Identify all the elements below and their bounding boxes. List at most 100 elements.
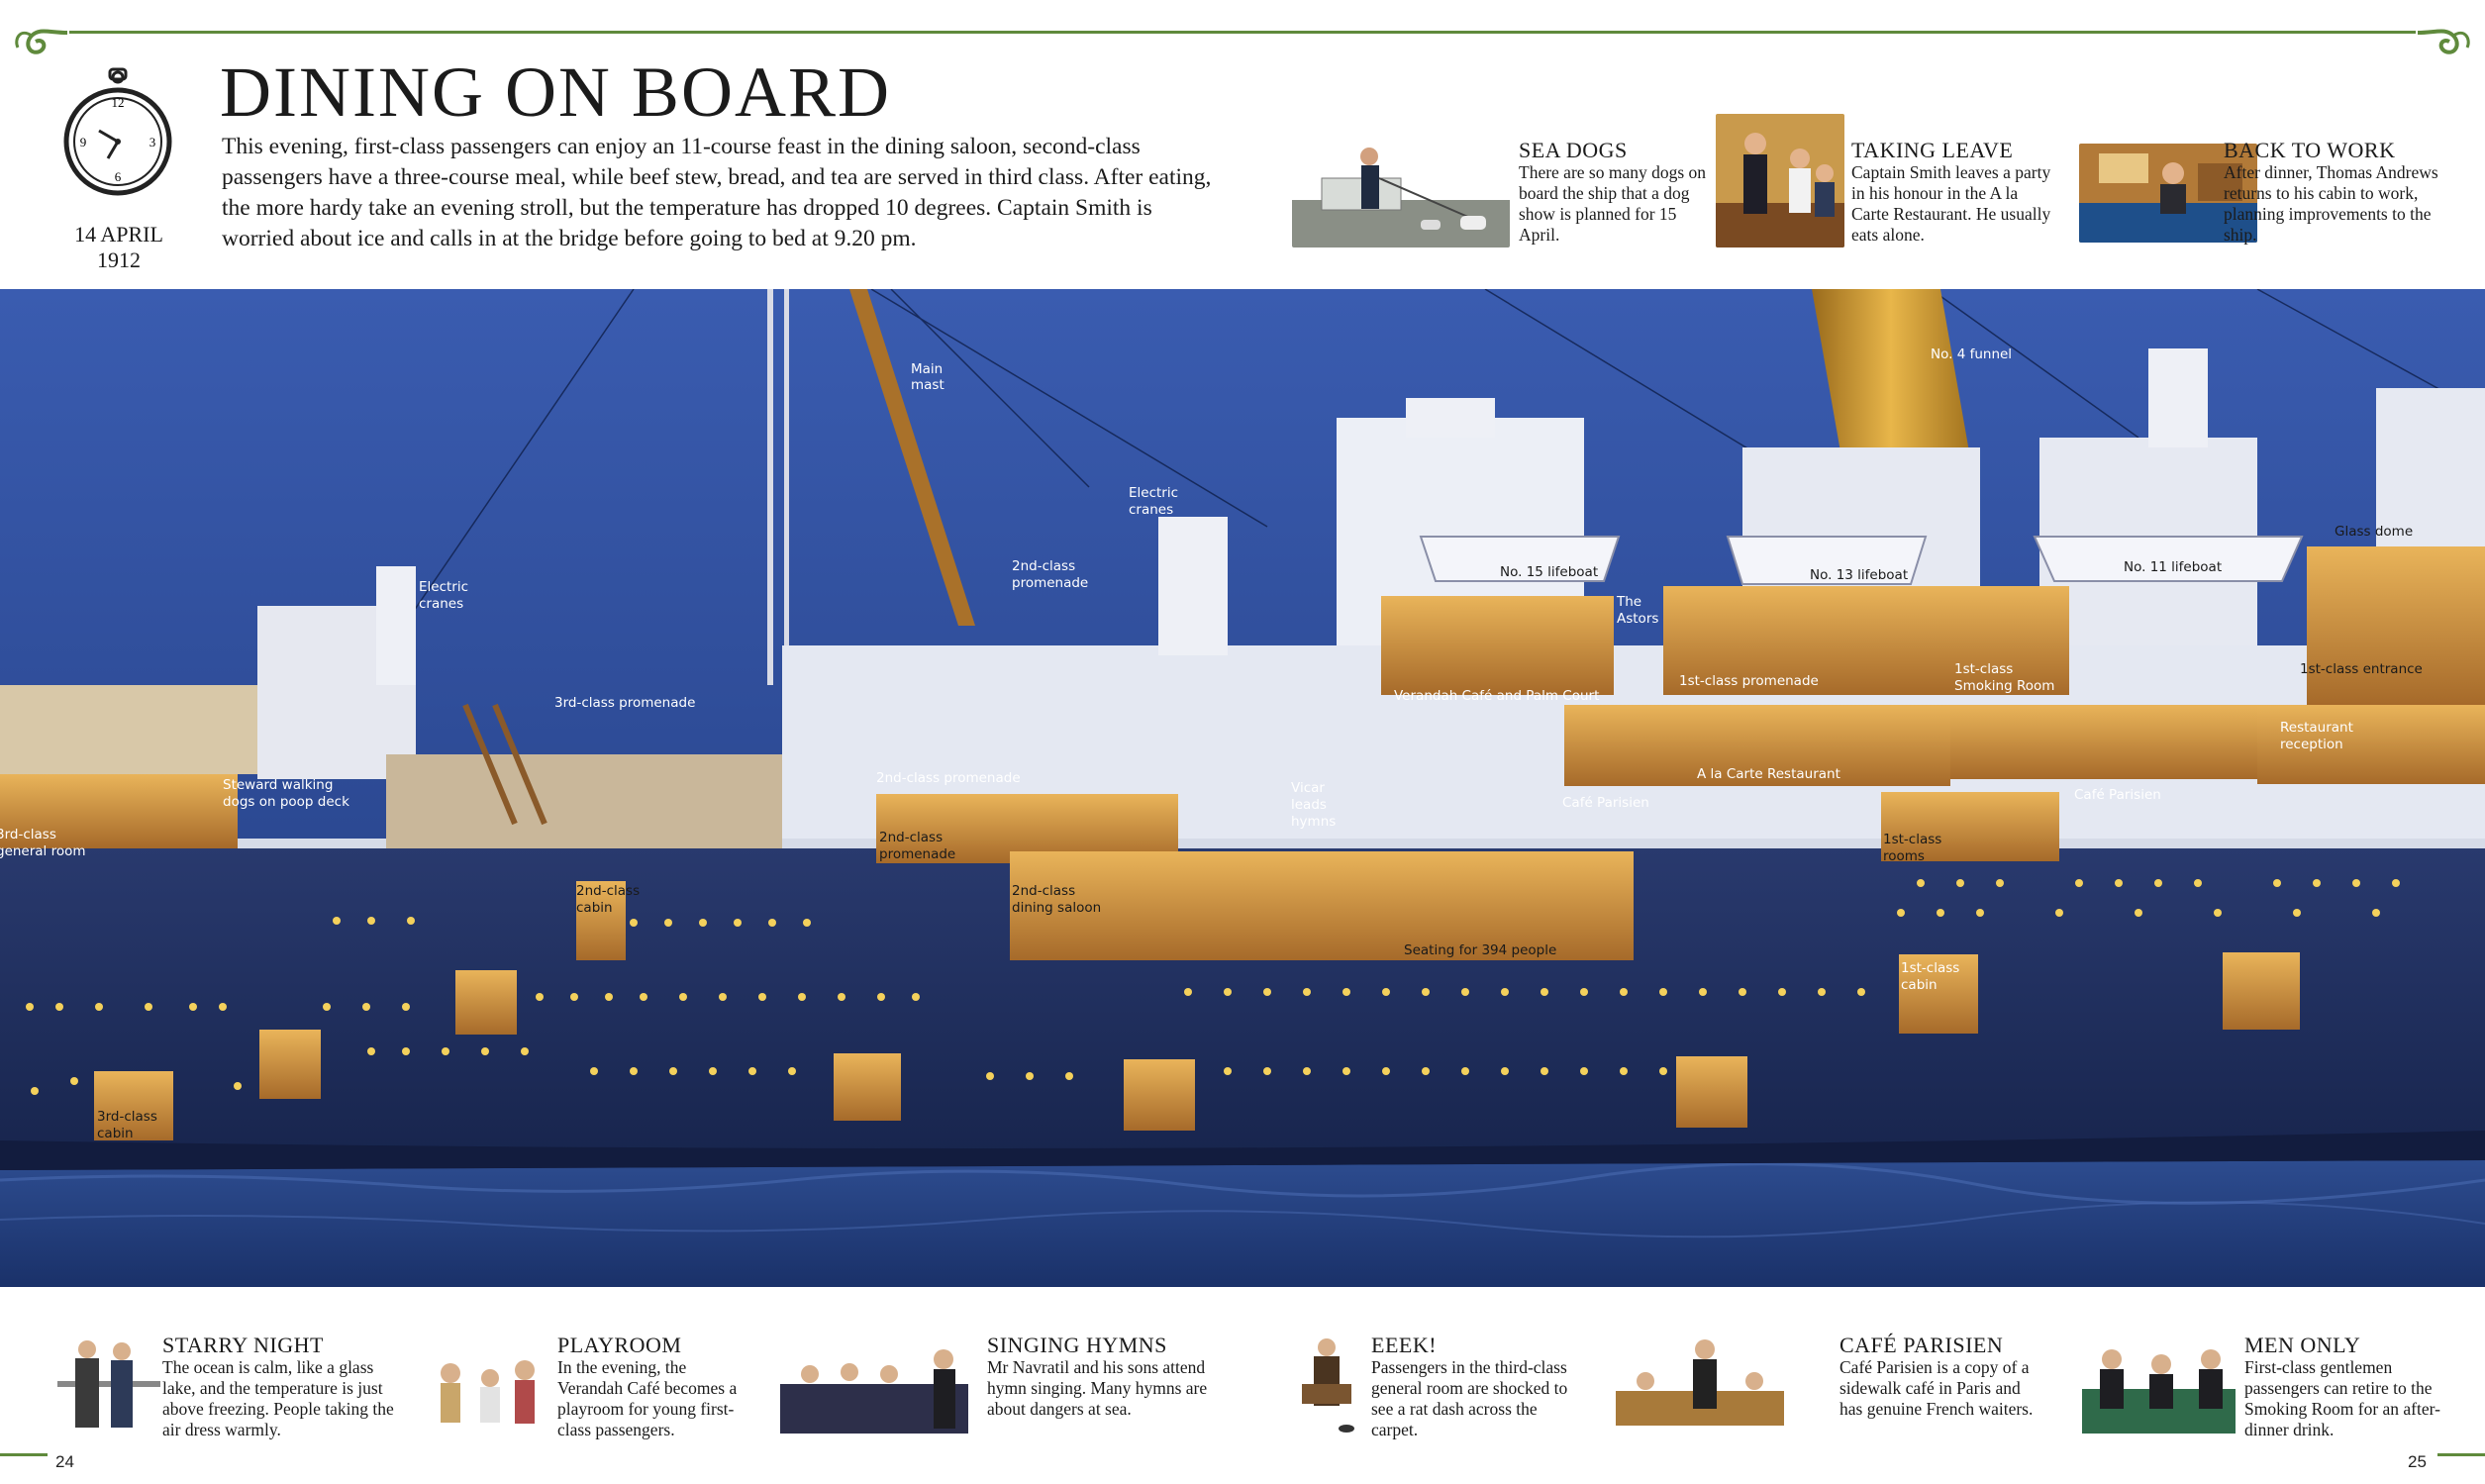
back-to-work-illustration bbox=[2079, 144, 2257, 243]
lifeboat-11 bbox=[2033, 536, 2304, 582]
label-electric-cranes-fwd-1: Electric bbox=[1129, 485, 1178, 501]
clock-numeral-9: 9 bbox=[80, 135, 87, 149]
left-flourish-ornament bbox=[15, 29, 68, 54]
men-only-text: First-class gentlemen passengers can ret… bbox=[2244, 1357, 2440, 1439]
back-to-work-title: BACK TO WORK bbox=[2224, 138, 2396, 162]
label-2nd-cabin-2: cabin bbox=[576, 900, 613, 916]
date-caption: 14 APRIL 1912 bbox=[59, 222, 178, 273]
label-electric-cranes-fwd-2: cranes bbox=[1129, 502, 1173, 518]
label-2nd-cabin-1: 2nd-class bbox=[576, 883, 640, 899]
label-2nd-promenade-mid: 2nd-class promenade bbox=[876, 770, 1021, 786]
label-lifeboat-15: No. 15 lifeboat bbox=[1500, 564, 1598, 580]
third-class-cabin bbox=[94, 1071, 173, 1140]
label-electric-cranes-aft-2: cranes bbox=[419, 596, 463, 612]
smoking-room bbox=[1950, 586, 2069, 695]
starry-night-text: The ocean is calm, like a glass lake, an… bbox=[162, 1357, 394, 1439]
label-1st-rooms-2: rooms bbox=[1883, 848, 1925, 864]
label-cafe-parisien-right: Café Parisien bbox=[2074, 787, 2161, 803]
label-1st-promenade: 1st-class promenade bbox=[1679, 673, 1819, 689]
bottom-rule-right bbox=[2437, 1453, 2485, 1456]
cafe-parisien-title: CAFÉ PARISIEN bbox=[1839, 1333, 2004, 1357]
cabin-window bbox=[2223, 952, 2300, 1030]
singing-hymns-title: SINGING HYMNS bbox=[987, 1333, 1167, 1357]
cafe-parisien-text: Café Parisien is a copy of a sidewalk ca… bbox=[1839, 1357, 2034, 1419]
playroom-illustration bbox=[421, 1348, 554, 1442]
playroom-title: PLAYROOM bbox=[557, 1333, 682, 1357]
page-title: DINING ON BOARD bbox=[220, 52, 891, 132]
label-steward-2: dogs on poop deck bbox=[223, 794, 349, 810]
label-vicar-1: Vicar bbox=[1291, 780, 1325, 796]
intro-paragraph: This evening, first-class passengers can… bbox=[222, 134, 1212, 251]
label-smoking-room-1: 1st-class bbox=[1954, 661, 2013, 677]
cabin-window bbox=[834, 1053, 901, 1121]
cabin-window bbox=[259, 1030, 321, 1099]
clock-numeral-6: 6 bbox=[115, 169, 122, 184]
first-class-cabin-window bbox=[1899, 954, 1978, 1034]
clock-numeral-3: 3 bbox=[149, 135, 156, 149]
singing-hymns-box: SINGING HYMNS Mr Navratil and his sons a… bbox=[987, 1334, 1225, 1420]
restaurant-reception bbox=[2257, 705, 2485, 784]
taking-leave-text: Captain Smith leaves a party in his hono… bbox=[1851, 162, 2051, 245]
eeek-box: EEEK! Passengers in the third-class gene… bbox=[1371, 1334, 1584, 1440]
label-smoking-room-2: Smoking Room bbox=[1954, 678, 2054, 694]
label-verandah: Verandah Café and Palm Court bbox=[1394, 688, 1599, 704]
cabin-window bbox=[1676, 1056, 1747, 1128]
label-restaurant-reception-2: reception bbox=[2280, 737, 2343, 752]
label-3rd-cabin-1: 3rd-class bbox=[97, 1109, 157, 1125]
label-astors-1: The bbox=[1616, 594, 1641, 610]
singing-hymns-illustration bbox=[770, 1344, 978, 1439]
label-2nd-promenade-top-2: promenade bbox=[1012, 575, 1088, 591]
first-class-entrance-interior bbox=[2307, 546, 2485, 705]
third-class-general-room bbox=[0, 774, 238, 848]
taking-leave-title: TAKING LEAVE bbox=[1851, 138, 2014, 162]
a-la-carte-restaurant bbox=[1564, 705, 1950, 786]
pocket-watch-icon: 12 3 6 9 bbox=[63, 67, 172, 196]
verandah-cafe bbox=[1381, 596, 1614, 695]
label-2nd-promenade-top-1: 2nd-class bbox=[1012, 558, 1075, 574]
sea-dogs-title: SEA DOGS bbox=[1519, 138, 1628, 162]
label-main-mast-1: Main bbox=[911, 361, 943, 377]
main-mast bbox=[849, 289, 975, 626]
sea-dogs-text: There are so many dogs on board the ship… bbox=[1519, 162, 1707, 245]
sea bbox=[0, 1160, 2485, 1287]
top-rule bbox=[69, 31, 2416, 34]
first-class-rooms-interior bbox=[1881, 792, 2059, 861]
label-3rd-general-2: general room bbox=[0, 843, 86, 859]
label-restaurant-reception-1: Restaurant bbox=[2280, 720, 2353, 736]
label-1st-entrance: 1st-class entrance bbox=[2300, 661, 2423, 677]
eeek-title: EEEK! bbox=[1371, 1333, 1438, 1357]
lifeboat-15 bbox=[1419, 536, 1621, 582]
label-2nd-promenade-low-1: 2nd-class bbox=[879, 830, 943, 845]
ship-cutaway-illustration: Main mast No. 4 funnel Electric cranes E… bbox=[0, 289, 2485, 1287]
lifeboat-13 bbox=[1726, 536, 1928, 585]
label-a-la-carte: A la Carte Restaurant bbox=[1697, 766, 1840, 782]
label-1st-rooms-1: 1st-class bbox=[1883, 832, 1941, 847]
label-2nd-dining-2: dining saloon bbox=[1012, 900, 1101, 916]
label-main-mast-2: mast bbox=[911, 377, 944, 393]
starry-night-title: STARRY NIGHT bbox=[162, 1333, 324, 1357]
page-number-right: 25 bbox=[2408, 1452, 2427, 1471]
men-only-title: MEN ONLY bbox=[2244, 1333, 2361, 1357]
second-class-cabin bbox=[576, 881, 626, 960]
right-flourish-ornament bbox=[2417, 29, 2470, 54]
cafe-parisien-illustration bbox=[1596, 1332, 1804, 1440]
label-3rd-cabin-2: cabin bbox=[97, 1126, 134, 1141]
label-steward-1: Steward walking bbox=[223, 777, 333, 793]
label-3rd-general-1: 3rd-class bbox=[0, 827, 56, 842]
bottom-rule-left bbox=[0, 1453, 48, 1456]
label-seating: Seating for 394 people bbox=[1404, 942, 1556, 958]
cafe-parisien-room bbox=[1950, 705, 2257, 779]
men-only-illustration bbox=[2072, 1335, 2245, 1441]
cabin-window bbox=[455, 970, 517, 1035]
label-3rd-promenade: 3rd-class promenade bbox=[554, 695, 695, 711]
taking-leave-illustration bbox=[1716, 114, 1844, 247]
taking-leave-box: TAKING LEAVE Captain Smith leaves a part… bbox=[1851, 139, 2059, 246]
sea-dogs-illustration bbox=[1292, 139, 1510, 247]
label-2nd-dining-1: 2nd-class bbox=[1012, 883, 1075, 899]
starry-night-illustration bbox=[57, 1332, 160, 1440]
eeek-illustration bbox=[1292, 1330, 1361, 1438]
label-lifeboat-13: No. 13 lifeboat bbox=[1810, 567, 1908, 583]
back-to-work-box: BACK TO WORK After dinner, Thomas Andrew… bbox=[2224, 139, 2441, 246]
label-1st-cabin-2: cabin bbox=[1901, 977, 1938, 993]
clock-numeral-12: 12 bbox=[112, 95, 125, 110]
